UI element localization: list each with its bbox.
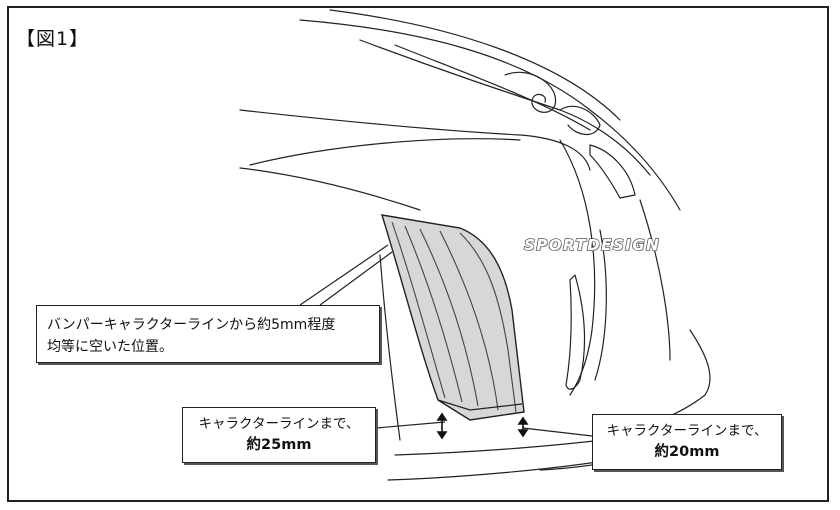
trunk-lid-outline [299,19,681,211]
callout-left-gap-text-1: キャラクターラインまで、 [198,416,360,432]
callout-left-gap: キャラクターラインまで、 約25mm [182,407,376,463]
figure-frame [7,6,829,502]
callout-right-gap: キャラクターラインまで、 約20mm [592,414,782,470]
callout-left-gap-value: 約25mm [246,437,312,453]
tail-lamp-outline [565,274,586,390]
callout-bumper-line-text-1: バンパーキャラクターラインから約5mm程度 [47,317,336,333]
figure-label: 【図1】 [16,28,90,50]
gap-arrow-right [517,416,529,438]
body-panel-line [239,109,591,171]
callout-right-gap-value: 約20mm [654,444,720,460]
bumper-line [379,254,401,441]
callout-bumper-line-text-2: 均等に空いた位置。 [47,339,173,355]
trunk-emblem [504,71,557,113]
callout-pointer-1 [299,244,393,306]
callout-right-gap-text-1: キャラクターラインまで、 [606,423,768,439]
callout-bumper-line: バンパーキャラクターラインから約5mm程度 均等に空いた位置。 [36,305,380,363]
gap-arrow-left [436,412,448,440]
callout-pointer-3 [522,427,593,437]
side-vent-duct [380,214,525,421]
sportdesign-badge: SPORTDESIGN [523,235,661,254]
callout-pointer-2 [375,421,446,429]
